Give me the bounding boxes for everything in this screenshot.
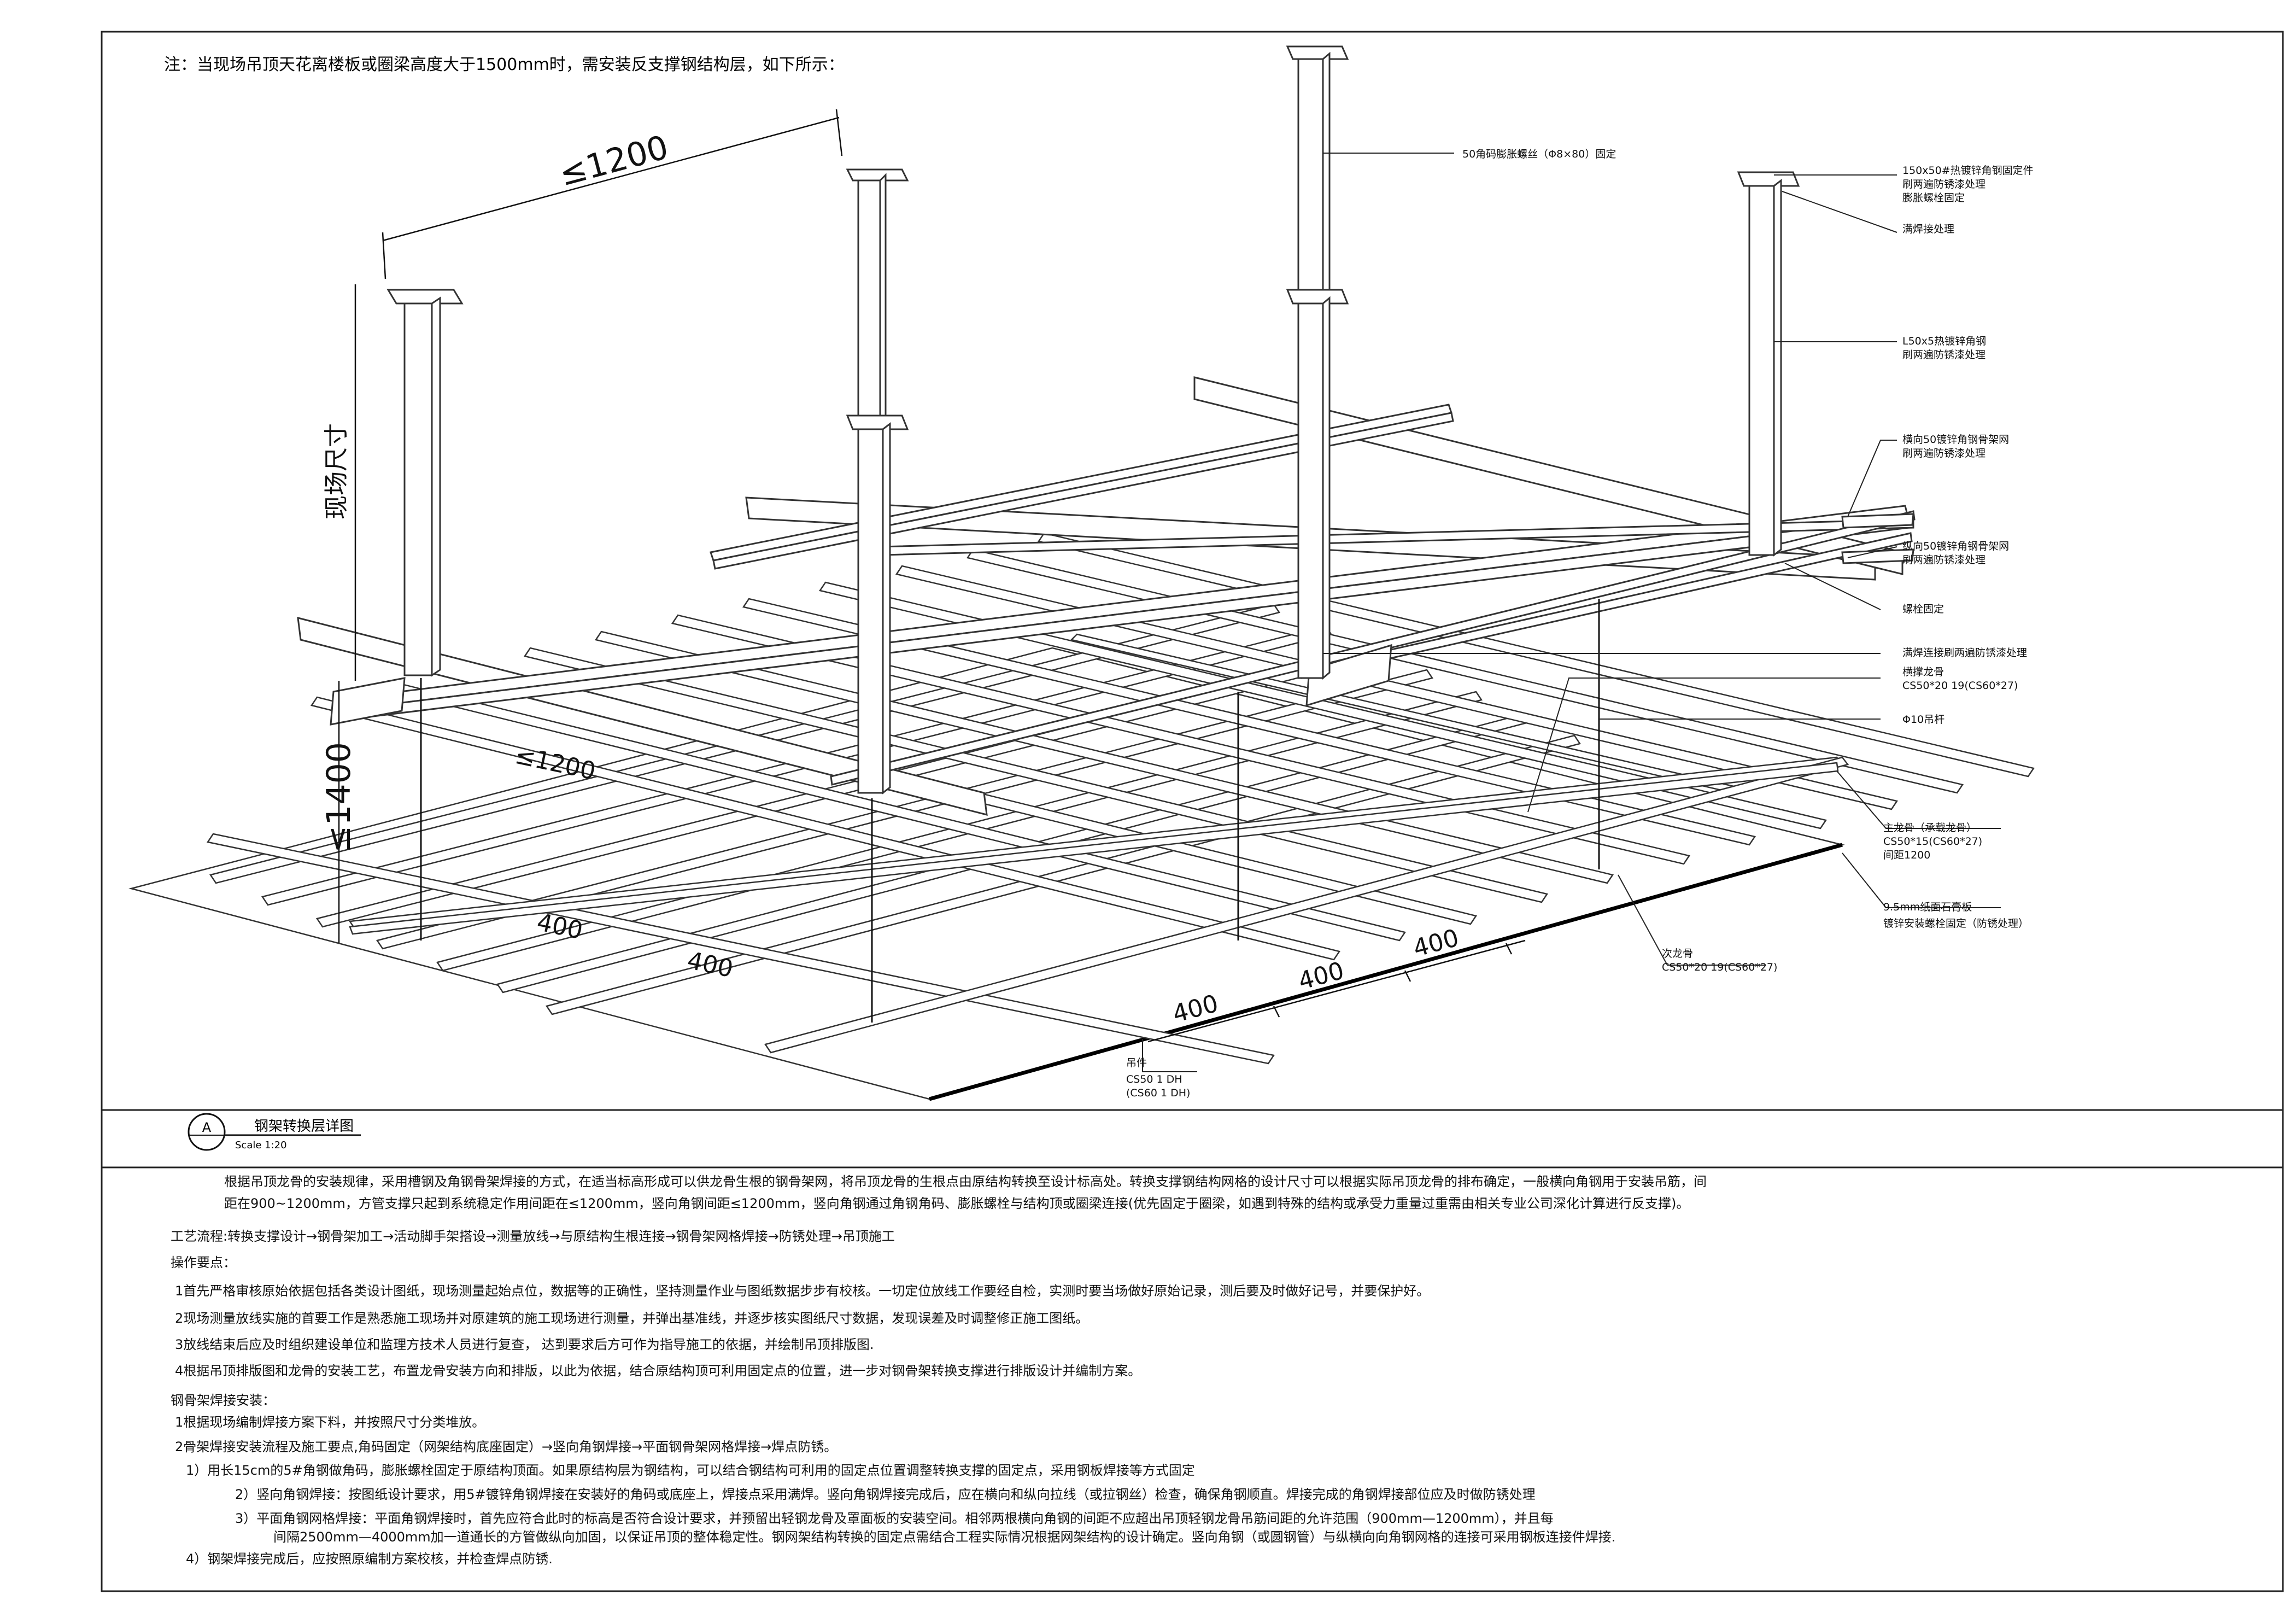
label-board-2: 镀锌安装螺栓固定（防锈处理） [1883,918,2029,930]
label-plate-3: 膨胀螺栓固定 [1902,192,1965,204]
note-w1: 1根据现场编制焊接方案下料，并按照尺寸分类堆放。 [175,1415,485,1430]
note-w5a: 3）平面角钢网格焊接：平面角钢焊接时，首先应符合此时的标高是否符合设计要求，并预… [235,1511,1554,1526]
note-process: 工艺流程:转换支撑设计→钢骨架加工→活动脚手架搭设→测量放线→与原结构生根连接→… [171,1229,895,1244]
label-cross-1: 横向50镀锌角钢骨架网 [1902,434,2009,446]
dim-le1400: ≤1400 [320,742,358,853]
post-center [1286,45,1349,319]
dim-le1200-top: ≤1200 [555,128,672,194]
note-k4: 4根据吊顶排版图和龙骨的安装工艺，布置龙骨安装方向和排版，以此为依据，结合原结构… [175,1363,1141,1378]
note-k1: 1首先严格审核原始依据包括各类设计图纸，现场测量起始点位，数据等的正确性，坚持测… [175,1283,1430,1299]
label-plate-2: 刷两遍防锈漆处理 [1902,178,1985,190]
label-board-1: 9.5mm纸面石膏板 [1883,901,1972,913]
sheet-border [101,31,2284,1592]
note-intro-2: 距在900~1200mm，方管支撑只起到系统稳定作用间距在≤1200mm，竖向角… [224,1196,1690,1211]
title-scale: Scale 1:20 [235,1140,287,1151]
label-weld-full: 满焊接处理 [1902,223,1954,235]
post-center-front [1286,289,1349,680]
label-sec-keel-2: CS50*20 19(CS60*27) [1662,961,1777,973]
post-front-mid [846,414,909,795]
note-w3: 1）用长15cm的5#角钢做角码，膨胀螺栓固定于原结构顶面。如果原结构层为钢结构… [186,1463,1195,1478]
title-block: A 钢架转换层详图 Scale 1:20 [188,1113,361,1151]
post-mid-left [846,168,909,494]
title-text: 钢架转换层详图 [254,1118,354,1135]
steel-angle-frame [297,376,1916,816]
note-w6: 4）钢架焊接完成后，应按照原编制方案校核，并检查焊点防锈. [186,1551,553,1567]
note-w5b: 间隔2500mm—4000mm加一道通长的方管做纵向加固，以保证吊顶的整体稳定性… [273,1529,1616,1545]
title-mark: A [202,1120,212,1135]
label-plate-1: 150x50#热镀锌角钢固定件 [1902,165,2034,177]
main-keels [348,756,1849,1054]
label-hanger-1: 吊件 [1126,1057,1147,1069]
hanger-rods [420,599,1600,1023]
label-weld-joint: 满焊连接刷两遍防锈漆处理 [1902,647,2027,659]
label-anchor-bolt: 50角码膨胀螺丝（Φ8×80）固定 [1462,148,1616,160]
note-intro-1: 根据吊顶龙骨的安装规律，采用槽钢及角钢骨架焊接的方式，在适当标高形成可以供龙骨生… [224,1174,1707,1189]
post-right [1737,171,1800,557]
label-hanger-2: CS50 1 DH [1126,1073,1182,1085]
label-hanger-3: (CS60 1 DH) [1126,1087,1190,1099]
label-cross-2: 刷两遍防锈漆处理 [1902,447,1985,459]
dim-field-size: 现场尺寸 [323,423,350,519]
label-main-keel-1: 主龙骨（承载龙骨） [1883,822,1977,834]
dimension-lines [338,109,1526,1043]
vertical-posts [386,45,1800,795]
note-w2: 2骨架焊接安装流程及施工要点,角码固定（网架结构底座固定）→竖向角钢焊接→平面钢… [175,1439,837,1454]
label-angle-1: L50x5热镀锌角钢 [1902,335,1986,347]
label-edge-keel-1: 横撑龙骨 [1902,666,1944,678]
label-hanger-rod: Φ10吊杆 [1902,714,1944,726]
note-k2: 2现场测量放线实施的首要工作是熟悉施工现场并对原建筑的施工现场进行测量，并弹出基… [175,1311,1089,1326]
label-long-1: 纵向50镀锌角钢骨架网 [1902,540,2009,552]
note-key-title: 操作要点： [171,1255,236,1270]
label-bolt-fix: 螺栓固定 [1902,603,1944,615]
dim-400-c: 400 [1170,990,1221,1029]
top-note: 注：当现场吊顶天花离楼板或圈梁高度大于1500mm时，需安装反支撑钢结构层，如下… [164,55,845,74]
note-w4: 2）竖向角钢焊接：按图纸设计要求，用5#镀锌角钢焊接在安装好的角码或底座上，焊接… [235,1487,1536,1502]
label-sec-keel-1: 次龙骨 [1662,948,1693,960]
post-left [386,289,464,677]
dim-400-e: 400 [1410,924,1462,963]
label-angle-2: 刷两遍防锈漆处理 [1902,349,1985,361]
leader-lines [1142,153,2001,1072]
dim-le1200-mid: ≤1200 [513,741,598,786]
note-weld-title: 钢骨架焊接安装： [171,1393,276,1408]
label-main-keel-2: CS50*15(CS60*27) [1883,836,1982,848]
note-k3: 3放线结束后应及时组织建设单位和监理方技术人员进行复查， 达到要求后方可作为指导… [175,1337,874,1352]
label-long-2: 刷两遍防锈漆处理 [1902,554,1985,566]
label-edge-keel-2: CS50*20 19(CS60*27) [1902,680,2018,692]
label-main-keel-3: 间距1200 [1883,849,1930,861]
gypsum-board [128,647,1845,1101]
